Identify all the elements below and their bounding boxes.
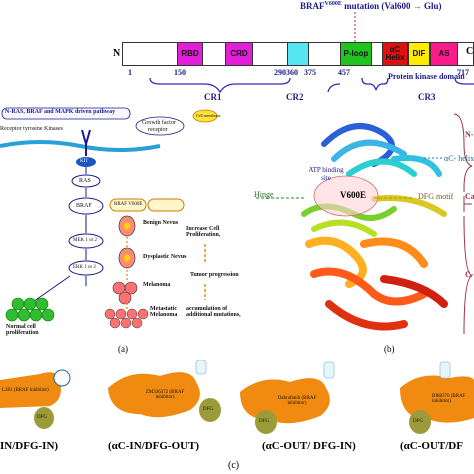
conformation-2 xyxy=(108,360,221,422)
stage-melanoma: Melanoma xyxy=(143,282,171,288)
state-4: (αC-OUT/DF xyxy=(400,440,463,452)
dfg-3: DFG xyxy=(259,419,270,424)
n-lobe-label: N-l xyxy=(465,130,474,139)
cell-membrane-label: Cell membrane xyxy=(196,113,221,118)
domain-crd: CRD xyxy=(225,42,253,66)
dfg-1: DFG xyxy=(37,415,48,420)
pathway-title: N-RAS, BRAF and MAPK driven pathway xyxy=(5,109,116,115)
atp-site-highlight xyxy=(313,175,379,217)
mek-shape xyxy=(68,233,104,249)
cr3-bracket xyxy=(454,77,474,85)
state-1: IN/DFG-IN) xyxy=(0,440,59,452)
drug-3-label: Dabrafenib (BRAF inhibitor) xyxy=(277,396,317,406)
kit-label: KIT xyxy=(80,159,89,164)
domain-dif: DIF xyxy=(408,42,430,66)
cata-label: Cata xyxy=(465,192,474,201)
effect-mutations: accumulation of additional mutations, xyxy=(186,306,241,318)
growth-factor-label: Growth factor xyxy=(142,120,176,126)
braf-label: BRAF xyxy=(76,203,92,209)
normal-proliferation-label: Normal cell proliferation xyxy=(6,324,39,336)
region-cr3: CR3 xyxy=(418,92,436,102)
cr1-bracket xyxy=(149,77,291,94)
domain-ac-helix: αC Helix xyxy=(382,42,408,66)
c-terminus: C xyxy=(466,46,474,57)
pos-375: 375 xyxy=(304,68,316,77)
kinase-domain-label: Protein kinase domain xyxy=(388,72,465,81)
atp-site-label: ATP binding site xyxy=(308,166,344,182)
panel-c-label: (c) xyxy=(228,460,240,471)
drug-2-label: ZM336372 (BRAF inhibitor) xyxy=(145,390,185,400)
panel-a-label: (a) xyxy=(118,344,128,354)
erk-shape xyxy=(68,260,104,276)
effect-progression: Tumor progression xyxy=(190,272,239,278)
drug-4-label: BI88370 (BRAF inhibitor) xyxy=(432,394,466,404)
domain-rbd: RBD xyxy=(177,42,203,66)
domain-as: AS xyxy=(430,42,458,66)
stage-dysplastic: Dysplastic Nevus xyxy=(143,254,187,260)
growth-factor-shape xyxy=(135,116,185,136)
conformation-panel: L281 (BRAF inhibitor) ZM336372 (BRAF inh… xyxy=(0,360,474,474)
mek-label: MEK 1 or 2 xyxy=(73,238,98,243)
ras-shape xyxy=(71,174,101,188)
state-2: (αC-IN/DFG-OUT) xyxy=(108,440,200,452)
c-lobe-ribbons xyxy=(305,236,448,331)
braf-v600-shape xyxy=(109,198,147,212)
erk-label: ERK 1 or 2 xyxy=(73,265,96,270)
dfg-4: DFG xyxy=(413,419,424,424)
domain-p-loop: P-loop xyxy=(340,42,372,66)
kit-shape xyxy=(76,157,96,167)
pos-457: 457 xyxy=(338,68,350,77)
dfg-motif-label: DFG motif xyxy=(418,192,454,201)
ras-label: RAS xyxy=(79,178,91,184)
stage-cells xyxy=(104,215,149,329)
hinge-label: Hinge xyxy=(254,190,274,199)
structure-panel: αC- helix ATP binding site Hinge V600E D… xyxy=(254,104,474,356)
c-lobe-bracket xyxy=(463,215,473,335)
pathway-panel: N-RAS, BRAF and MAPK driven pathway Rece… xyxy=(0,104,250,356)
cell-membrane-shape xyxy=(192,109,218,123)
rtk-label: Receptor tyrosine Kinases xyxy=(0,126,63,132)
pos-360: 360 xyxy=(286,68,298,77)
n-lobe-bracket xyxy=(453,113,473,192)
n-terminus: N xyxy=(113,48,121,59)
conformation-4 xyxy=(400,361,474,434)
braf-v600-label: BRAF V600E xyxy=(114,202,143,207)
conformation-3 xyxy=(240,361,335,434)
pathway-title-box xyxy=(1,107,131,120)
pathway-drawing xyxy=(0,107,218,329)
cell-membrane xyxy=(0,140,161,152)
ac-helix-label: αC- helix xyxy=(444,154,474,163)
receptor-shape xyxy=(81,129,91,156)
normal-cells xyxy=(5,297,55,322)
kinase-structure xyxy=(256,113,473,335)
cata-bracket xyxy=(463,196,472,212)
pos-290: 290 xyxy=(274,68,286,77)
state-3: (αC-OUT/ DFG-IN) xyxy=(262,440,356,452)
domain-cr2 xyxy=(287,42,309,66)
cr2-bracket xyxy=(361,77,377,91)
pos-1: 1 xyxy=(128,68,132,77)
conformation-drawings xyxy=(0,360,474,434)
pos-717: 717 xyxy=(457,68,469,77)
pos-150: 150 xyxy=(174,68,186,77)
c-lobe-label: C-l xyxy=(465,270,474,279)
stage-metastatic: Metastatic Melanoma xyxy=(150,306,178,318)
v600e-label: V600E xyxy=(340,190,367,200)
panel-b-label: (b) xyxy=(384,344,395,354)
n-lobe-ribbons xyxy=(321,123,442,177)
region-cr2: CR2 xyxy=(286,92,304,102)
region-cr1: CR1 xyxy=(204,92,222,102)
mutation-title: BRAFV600E mutation (Val600 → Glu) xyxy=(300,1,442,11)
conformation-1 xyxy=(0,369,71,429)
effect-proliferation: Increase Cell Proliferation, xyxy=(186,226,221,238)
stage-benign: Benign Nevus xyxy=(143,220,179,226)
drug-1-label: L281 (BRAF inhibitor) xyxy=(2,388,49,393)
receptor-label: receptor xyxy=(148,127,168,133)
braf-shape xyxy=(68,197,104,215)
dfg-2: DFG xyxy=(203,407,214,412)
